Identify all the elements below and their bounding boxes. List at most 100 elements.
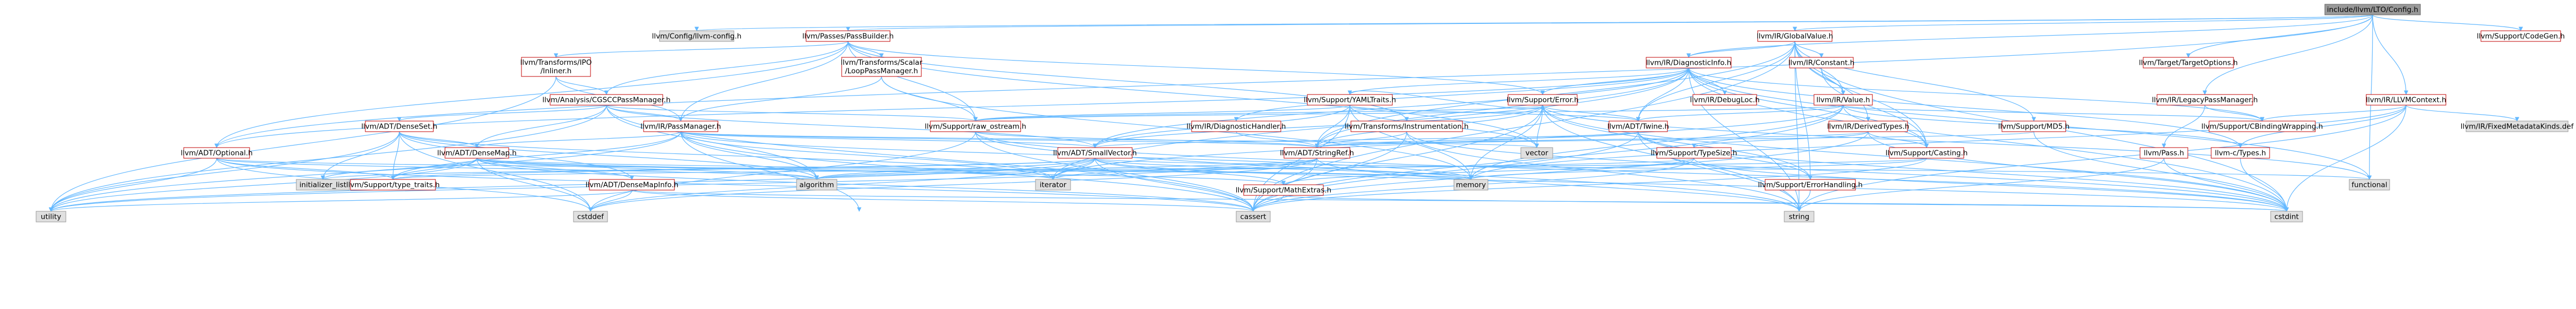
node-box [1243,184,1324,196]
edge-densemap-to-densemapinfo [476,158,635,180]
node-diaghandler[interactable]: llvm/IR/DiagnosticHandler.h [1186,121,1286,132]
node-box [841,57,922,77]
node-label: llvm/IR/DiagnosticHandler.h [1186,123,1286,131]
dependency-edge [815,158,1317,180]
dependency-edge [397,105,607,122]
node-label: /Inliner.h [541,67,572,75]
dependency-edge [1542,105,2372,180]
node-label: llvm/Transforms/IPO [520,58,592,67]
node-stringref[interactable]: llvm/ADT/StringRef.h [1280,147,1354,159]
node-constant[interactable]: llvm/IR/Constant.h [1788,57,1855,68]
dependency-edge [1794,41,2036,122]
edge-irvalue-to-adttwine [1636,105,1844,122]
edge-passbuilder-to-scalarloop [848,41,884,58]
node-ctypes[interactable]: llvm-c/Types.h [2211,147,2270,159]
node-cbinding[interactable]: llvm/Support/CBindingWrapping.h [2202,121,2323,132]
edge-root-to-adtoptional [215,14,2373,148]
node-box [796,179,837,191]
dependency-edge [2260,105,2407,122]
edge-inliner-to-cgscc [555,76,609,95]
node-passbuilder[interactable]: llvm/Passes/PassBuilder.h [802,30,894,42]
dependency-edge [1094,158,1256,212]
edge-densemset-to-initlist [320,131,400,180]
node-suppError[interactable]: llvm/Support/Error.h [1507,94,1579,106]
dependency-edge [973,105,1350,122]
node-pass[interactable]: llvm/Pass.h [2139,147,2188,159]
node-llvmcontext[interactable]: llvm/IR/LLVMContext.h [2366,94,2446,106]
dependency-edge [695,14,2373,31]
node-utility: utility [36,211,66,222]
edge-densemap-to-iterator [476,158,1055,180]
dependency-edge [815,158,1694,180]
node-typetraits[interactable]: llvm/Support/type_traits.h [346,179,440,191]
node-smallvector[interactable]: llvm/ADT/SmallVector.h [1053,147,1137,159]
edge-yamltraits-to-rawostream [973,105,1350,122]
node-box [1646,57,1732,68]
dependency-edge [48,76,557,212]
node-diaginfo[interactable]: llvm/IR/DiagnosticInfo.h [1646,57,1732,68]
node-densemapinfo[interactable]: llvm/ADT/DenseMapInfo.h [586,179,679,191]
edge-densemap-to-cassert [476,158,1255,212]
node-globalvalue[interactable]: llvm/IR/GlobalValue.h [1757,30,1833,42]
edge-adttwine-to-stringref [1315,131,1639,148]
dependency-edge [215,67,1689,148]
node-scalarloop[interactable]: llvm/Transforms/Scalar/LoopPassManager.h [841,57,922,77]
edge-scalarloop-to-irpassmgr [678,76,882,122]
dependency-edge [680,131,1319,148]
edge-adtoptional-to-algorithm [216,158,819,180]
edge-stringref-to-algorithm [815,158,1317,180]
dependency-edge [2033,131,2289,212]
node-functional: functional [2349,179,2390,191]
dependency-edge [1315,131,1639,148]
node-instrumentation[interactable]: llvm/Transforms/Instrumentation.h [1345,121,1469,132]
node-label: llvm/Support/CBindingWrapping.h [2202,123,2323,131]
node-label: /LoopPassManager.h [845,67,918,75]
dependency-edge [2372,14,2409,95]
node-fixedmd: llvm/IR/FixedMetadataKinds.def [2461,121,2574,132]
node-errhandling[interactable]: llvm/Support/ErrorHandling.h [1758,179,1863,191]
dependency-edge [678,76,882,122]
node-typesize[interactable]: llvm/Support/TypeSize.h [1651,147,1738,159]
node-casting[interactable]: llvm/Support/Casting.h [1886,147,1968,159]
dependency-edge [474,131,681,148]
node-cgscc[interactable]: llvm/Analysis/CGSCCPassManager.h [542,94,671,106]
dependency-edge [631,190,1255,212]
node-derivedtypes[interactable]: llvm/IR/DerivedTypes.h [1827,121,1910,132]
node-root: include/llvm/LTO/Config.h [2324,4,2421,15]
node-inliner[interactable]: llvm/Transforms/IPO/Inliner.h [520,57,592,77]
node-codegen[interactable]: llvm/Support/CodeGen.h [2477,30,2565,42]
node-irvalue[interactable]: llvm/IR/Value.h [1813,94,1873,106]
node-box [643,121,718,132]
node-box [2139,147,2188,159]
node-label: cstdint [2274,213,2299,221]
edge-smallvector-to-cstddef [588,158,1096,212]
node-yamltraits[interactable]: llvm/Support/YAMLTraits.h [1304,94,1396,106]
dependency-edge [1688,67,2243,148]
node-densemset[interactable]: llvm/ADT/DenseSet.h [361,121,438,132]
node-md5[interactable]: llvm/Support/MD5.h [1998,121,2070,132]
node-rawostream[interactable]: llvm/Support/raw_ostream.h [925,121,1026,132]
node-label: llvm/Analysis/CGSCCPassManager.h [542,96,670,105]
node-targetoptions[interactable]: llvm/Target/TargetOptions.h [2139,57,2238,68]
node-adtoptional[interactable]: llvm/ADT/Optional.h [181,147,253,159]
node-mathextras[interactable]: llvm/Support/MathExtras.h [1236,184,1331,196]
node-label: llvm/Transforms/Scalar [841,58,922,67]
edge-rawostream-to-string [975,131,1802,212]
dependency-edge [48,158,477,212]
node-box [1757,30,1833,42]
dependency-edge [554,41,849,58]
node-legacypm[interactable]: llvm/IR/LegacyPassManager.h [2152,94,2258,106]
edge-densemapinfo-to-cstddef [588,190,632,212]
node-algorithm: algorithm [796,179,837,191]
node-irpassmgr[interactable]: llvm/IR/PassManager.h [640,121,721,132]
node-adttwine[interactable]: llvm/ADT/Twine.h [1607,121,1669,132]
dependency-edge [476,158,1255,212]
dependency-edge [216,158,396,180]
dependency-edge [1315,131,1869,148]
node-label: string [1789,213,1810,221]
node-debugloc[interactable]: llvm/IR/DebugLoc.h [1690,94,1760,106]
edge-derivedtypes-to-typesize [1691,131,1869,148]
node-cstddef: cstddef [573,211,608,222]
dependency-edge [1793,14,2373,31]
node-densemap[interactable]: llvm/ADT/DenseMap.h [437,147,517,159]
